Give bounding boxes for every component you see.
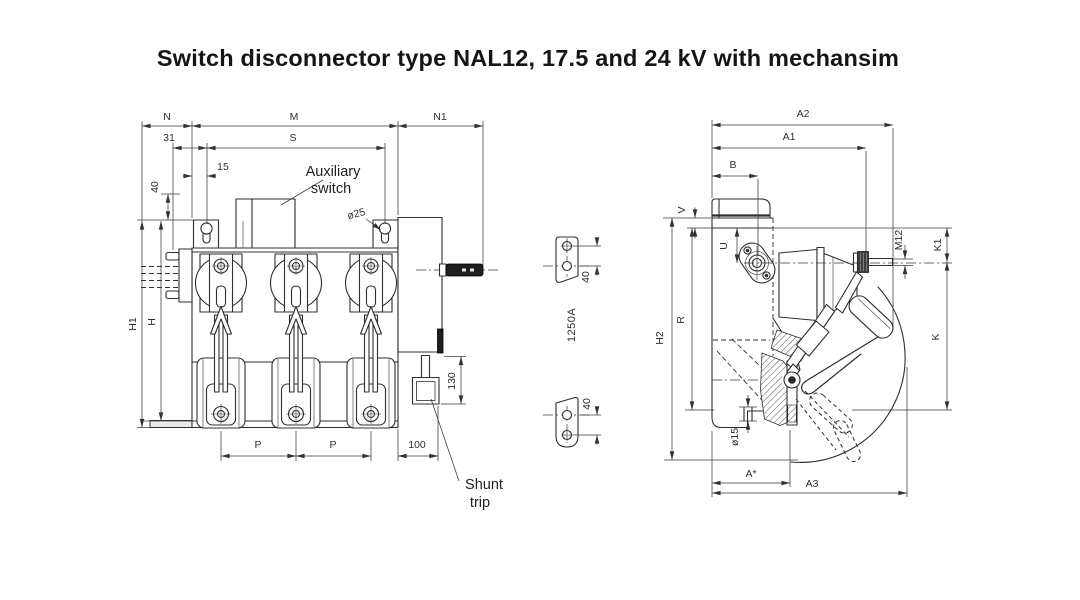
dim-label-a3: A3 xyxy=(806,478,819,490)
auxiliary-switch-box xyxy=(235,198,296,249)
side-view-dimensions: A2 A1 B V U H2 R M12 K1 K ø15 A* A3 xyxy=(654,108,952,497)
dim-label-k1: K1 xyxy=(932,238,944,251)
side-panel xyxy=(711,217,774,429)
dim-label-a2: A2 xyxy=(797,108,810,120)
page-title: Switch disconnector type NAL12, 17.5 and… xyxy=(157,45,899,71)
dim-label-40-lower: 40 xyxy=(581,398,593,410)
mechanism-step xyxy=(437,328,444,354)
dim-label-dia25: ø25 xyxy=(346,206,367,222)
switch-poles xyxy=(194,253,398,429)
mounting-tab-left xyxy=(192,219,220,249)
base-profile xyxy=(149,420,193,428)
pole xyxy=(269,253,323,429)
dim-label-p-left: P xyxy=(254,439,261,451)
side-view: A2 A1 B V U H2 R M12 K1 K ø15 A* A3 xyxy=(654,108,952,497)
front-view-dimensions: N M N1 31 S 15 40 H1 H P P 100 130 ø25 A… xyxy=(127,111,503,511)
dim-label-h: H xyxy=(146,318,158,326)
keyhole-circle-right xyxy=(378,222,392,235)
mounting-tab-right xyxy=(372,219,399,249)
operating-rod xyxy=(785,303,836,380)
dim-label-100: 100 xyxy=(408,439,426,451)
dim-label-u: U xyxy=(718,242,730,250)
handle-grip xyxy=(848,295,894,339)
handle-swing-arc xyxy=(790,286,906,463)
shunt-trip-note-line1: Shunt xyxy=(465,477,503,493)
dim-label-h2: H2 xyxy=(654,331,666,345)
dim-label-40: 40 xyxy=(149,181,161,193)
aux-switch-leader xyxy=(280,179,324,206)
left-shaft-studs xyxy=(141,248,193,303)
drive-shaft xyxy=(416,263,499,277)
terminal-pad-lower: 40 xyxy=(543,396,601,448)
terminal-detail-views: 40 1250A 40 xyxy=(543,236,601,448)
aux-switch-note-line2: switch xyxy=(311,181,351,197)
frame-top-rail xyxy=(191,247,399,253)
aux-switch-note-line1: Auxiliary xyxy=(306,164,362,180)
dia25-leader xyxy=(365,218,382,231)
dim-label-p-right: P xyxy=(329,439,336,451)
frame-lines xyxy=(191,361,399,422)
bushing-insulator xyxy=(778,246,858,323)
dim-label-v: V xyxy=(676,206,688,213)
shunt-trip-leader xyxy=(430,398,460,482)
terminal-bolt-m12 xyxy=(852,251,894,273)
keyhole-circle-left xyxy=(200,222,213,235)
dim-label-m: M xyxy=(290,111,299,123)
dim-label-m12: M12 xyxy=(893,230,905,251)
dim-label-31: 31 xyxy=(163,132,175,144)
dim-label-15: 15 xyxy=(217,161,229,173)
dim-label-n1: N1 xyxy=(433,111,447,123)
bent-strap xyxy=(834,271,864,314)
dim-label-a1: A1 xyxy=(783,131,796,143)
dim-label-s: S xyxy=(289,132,296,144)
pole xyxy=(194,253,248,429)
dim-label-k: K xyxy=(930,333,942,340)
dim-label-b: B xyxy=(729,159,736,171)
pole xyxy=(344,253,398,429)
dim-label-40-upper: 40 xyxy=(580,271,592,283)
handle-open-position xyxy=(795,390,862,462)
dim-label-dia15: ø15 xyxy=(729,428,741,446)
terminal-pad-upper: 40 xyxy=(543,236,601,283)
shunt-trip-note-line2: trip xyxy=(470,495,490,511)
handle-bracket xyxy=(800,331,887,395)
top-cap xyxy=(711,198,771,219)
shunt-trip xyxy=(411,354,440,405)
front-view: N M N1 31 S 15 40 H1 H P P 100 130 ø25 A… xyxy=(127,111,503,511)
dim-label-130: 130 xyxy=(446,372,458,390)
dim-label-n: N xyxy=(163,111,171,123)
dim-label-r: R xyxy=(675,316,687,324)
mechanism-box xyxy=(397,216,444,354)
dim-label-h1: H1 xyxy=(127,317,139,331)
dim-label-a-star: A* xyxy=(745,468,756,480)
current-rating-label: 1250A xyxy=(566,308,578,342)
